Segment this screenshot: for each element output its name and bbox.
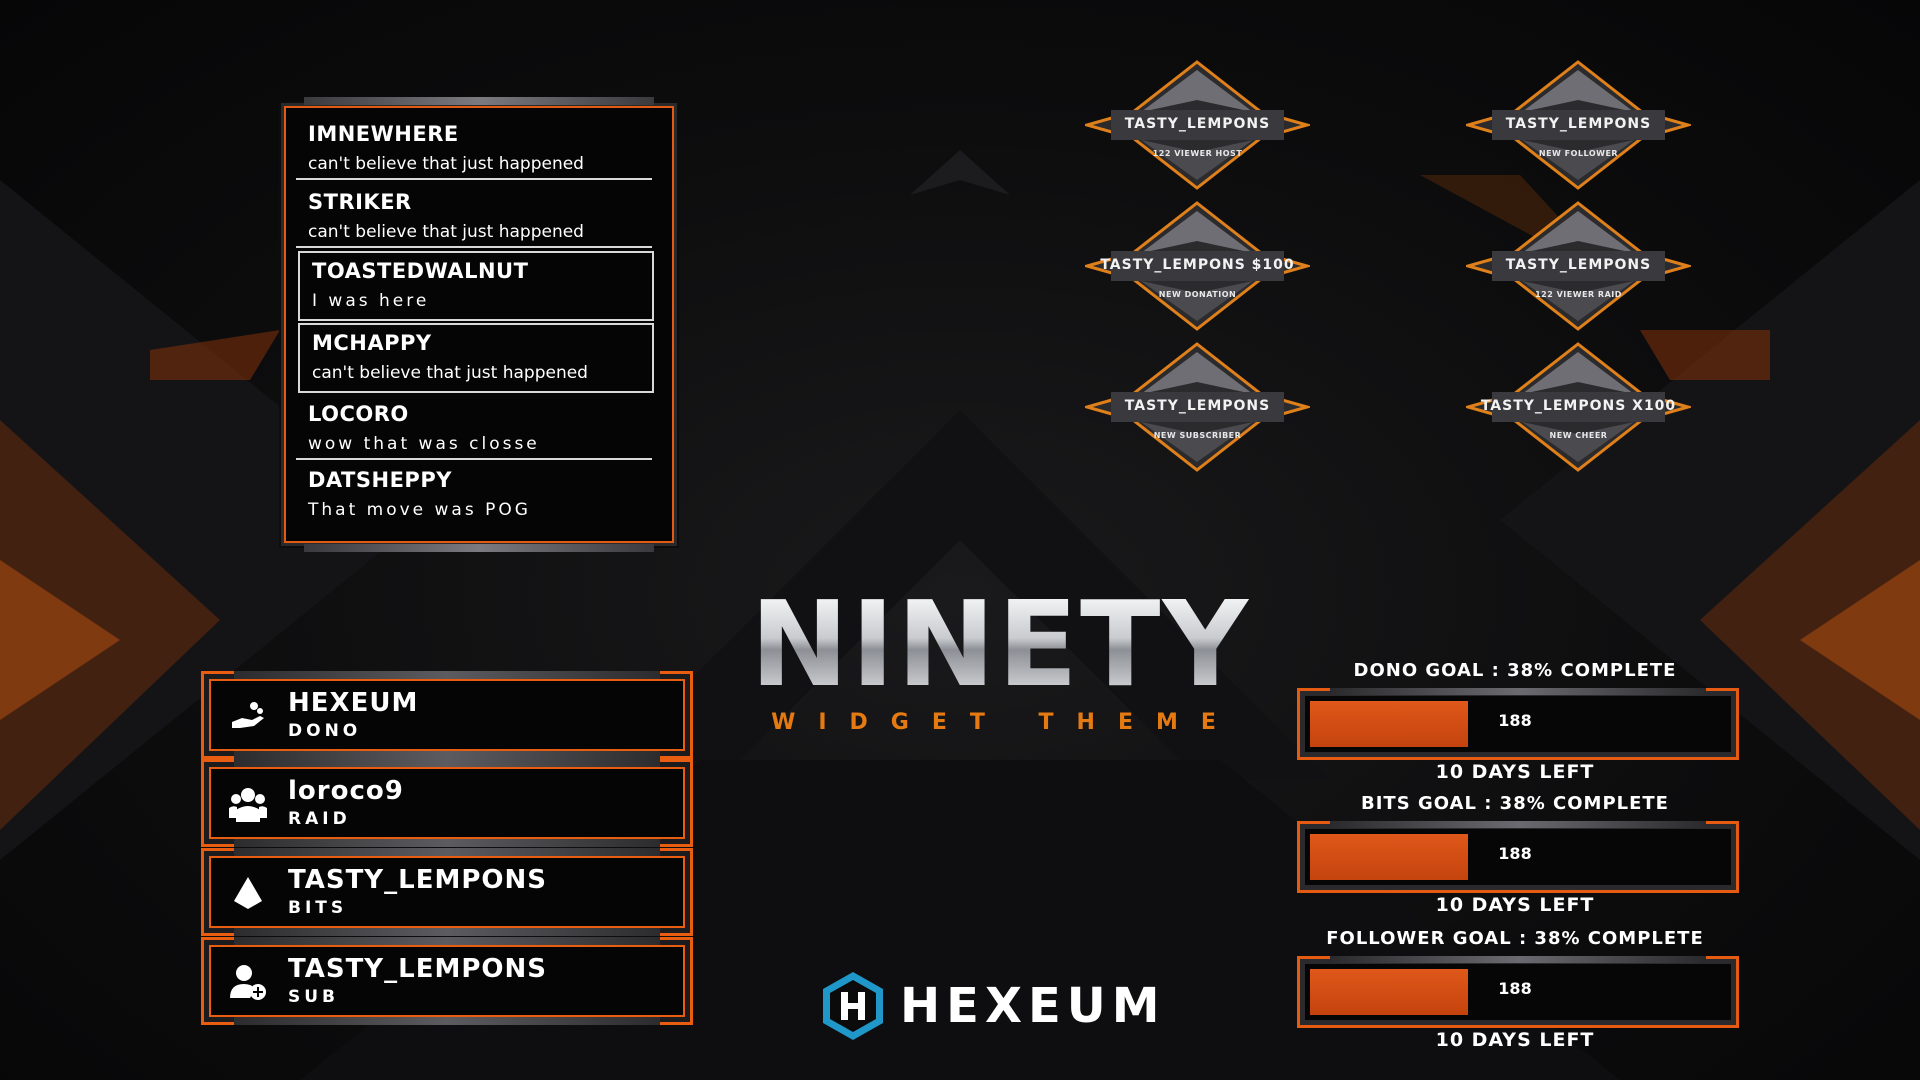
chat-widget: IMNEWHERE can't believe that just happen… [281,97,677,552]
event-frame-top [234,937,660,945]
chat-text: I was here [312,291,430,311]
goal-progress-fill [1310,834,1468,880]
chat-message: STRIKER can't believe that just happened [296,184,652,248]
badge-event: NEW CHEER [1549,431,1608,440]
badge-event: 122 VIEWER HOST [1152,149,1243,158]
goal-time-left: 10 DAYS LEFT [1435,1029,1595,1051]
chat-text: wow that was closse [308,434,540,454]
chat-username: LOCORO [308,402,409,426]
chat-username: DATSHEPPY [308,468,452,492]
theme-subtitle: WIDGET THEME [771,710,1239,735]
event-item-bits: TASTY_LEMPONS BITS [201,848,693,936]
alert-badge: TASTY_LEMPONS NEW FOLLOWER [1466,60,1691,190]
chat-message: LOCORO wow that was closse [296,396,652,460]
event-type: BITS [288,898,348,918]
badge-frame [1466,342,1691,472]
event-type: RAID [288,809,351,829]
event-type: DONO [288,721,362,741]
badge-frame [1466,201,1691,331]
event-frame-top [234,759,660,767]
badge-event: NEW SUBSCRIBER [1153,431,1242,440]
event-item-dono: HEXEUM DONO [201,671,693,759]
event-username: loroco9 [288,776,404,806]
goal-value: 188 [1498,844,1532,863]
badge-frame [1085,201,1310,331]
event-frame-top [234,848,660,856]
event-item-sub: TASTY_LEMPONS SUB [201,937,693,1025]
goal-progress-fill [1310,969,1468,1015]
chat-username: MCHAPPY [312,331,432,355]
badge-frame [1085,342,1310,472]
event-type: SUB [288,987,340,1007]
event-username: HEXEUM [288,688,419,718]
goal-value: 188 [1498,711,1532,730]
chat-message: IMNEWHERE can't believe that just happen… [296,116,652,180]
event-frame-top [234,671,660,679]
badge-frame [1466,60,1691,190]
goal-label: DONO GOAL : 38% COMPLETE [1353,660,1677,681]
chat-frame-bottom [304,544,654,552]
chat-message: TOASTEDWALNUT I was here [298,251,654,321]
bits-gem-icon [234,877,262,909]
event-item-raid: loroco9 RAID [201,759,693,847]
event-frame-bottom [234,839,660,847]
goal-frame-top [1330,821,1706,828]
chat-message: MCHAPPY can't believe that just happened [298,323,654,393]
goal-progress-bar: 188 [1297,956,1739,1028]
event-username: TASTY_LEMPONS [288,954,547,984]
goal-progress-fill [1310,701,1468,747]
badge-event: NEW DONATION [1158,290,1237,299]
alert-badge: TASTY_LEMPONS 122 VIEWER HOST [1085,60,1310,190]
theme-title: NINETY [725,585,1275,703]
raid-group-icon [229,788,267,822]
badge-username: TASTY_LEMPONS [1505,116,1652,132]
chat-username: STRIKER [308,190,412,214]
hexeum-logo-icon [823,972,883,1040]
badge-username: TASTY_LEMPONS [1124,398,1271,414]
badge-username: TASTY_LEMPONS [1124,116,1271,132]
alert-badge: TASTY_LEMPONS NEW SUBSCRIBER [1085,342,1310,472]
event-frame-bottom [234,1017,660,1025]
badge-username: TASTY_LEMPONS $100 [1100,257,1295,273]
goal-time-left: 10 DAYS LEFT [1435,894,1595,916]
goal-progress-bar: 188 [1297,688,1739,760]
goal-label: BITS GOAL : 38% COMPLETE [1361,793,1669,814]
goal-value: 188 [1498,979,1532,998]
goal-frame-top [1330,956,1706,963]
event-frame-bottom [234,751,660,759]
subscriber-add-icon [230,965,266,1000]
goal-label: FOLLOWER GOAL : 38% COMPLETE [1326,928,1704,949]
alert-badge: TASTY_LEMPONS 122 VIEWER RAID [1466,201,1691,331]
chat-text: can't believe that just happened [308,222,584,242]
chat-text: can't believe that just happened [308,154,584,174]
goal-progress-bar: 188 [1297,821,1739,893]
chat-text: can't believe that just happened [312,363,588,383]
badge-frame [1085,60,1310,190]
chat-username: TOASTEDWALNUT [312,259,529,283]
event-frame-bottom [234,928,660,936]
badge-username: TASTY_LEMPONS [1505,257,1652,273]
donation-hand-icon [232,702,264,728]
badge-event: 122 VIEWER RAID [1535,290,1622,299]
chat-message: DATSHEPPY That move was POG [296,462,652,524]
event-username: TASTY_LEMPONS [288,865,547,895]
goal-time-left: 10 DAYS LEFT [1435,761,1595,783]
goal-frame-top [1330,688,1706,695]
hexeum-logo-text: HEXEUM [900,978,1166,1034]
badge-username: TASTY_LEMPONS X100 [1480,398,1677,414]
chat-text: That move was POG [308,500,531,520]
badge-event: NEW FOLLOWER [1538,149,1619,158]
chat-frame-top [304,97,654,105]
chat-username: IMNEWHERE [308,122,459,146]
